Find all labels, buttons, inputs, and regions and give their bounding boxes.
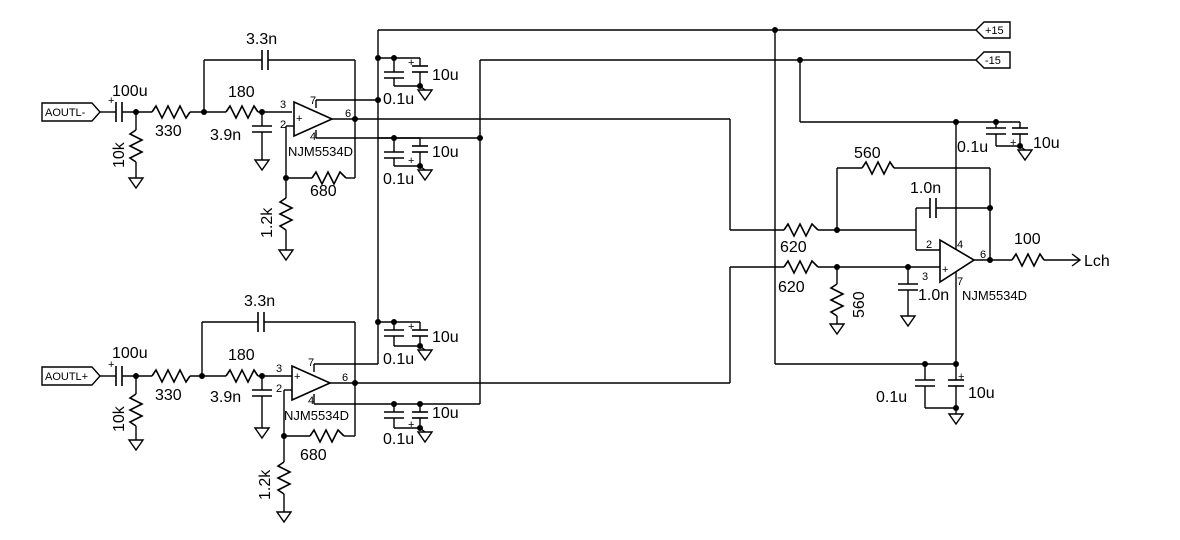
- supply-rails: [377, 27, 976, 404]
- stage-bot: AOUTL+ + 100u 10k 330 3.3n 180 3.9n: [41, 293, 730, 524]
- cap-polarity: +: [108, 359, 114, 371]
- r-noninv-label: 620: [778, 279, 805, 296]
- opamp-plus: +: [942, 264, 948, 276]
- port-out-label: Lch: [1084, 253, 1110, 270]
- opamp-plus: +: [296, 113, 302, 125]
- pin7-top: 7: [310, 95, 316, 107]
- cap-polarity: +: [408, 155, 414, 167]
- port-vneg-label: -15: [985, 55, 1001, 67]
- decoupling-bot-neg: + 10u 0.1u: [383, 401, 459, 448]
- r-shunt-bot-label: 10k: [111, 405, 128, 432]
- c-top-pos-01u: 0.1u: [383, 91, 414, 108]
- c-top-pos-10u: 10u: [432, 67, 459, 84]
- stage-out: 620 560 1.0n 620 560: [729, 119, 1110, 383]
- c-out-pos-01u: 0.1u: [876, 389, 907, 406]
- port-vneg: -15: [975, 51, 1011, 69]
- cap-polarity: +: [408, 57, 414, 69]
- decoupling-out-neg: + 10u 0.1u: [956, 119, 1060, 162]
- decoupling-out-pos: + 10u 0.1u: [876, 361, 995, 426]
- opamp-top: [293, 100, 334, 138]
- c-bot-neg-01u: 0.1u: [383, 431, 414, 448]
- opamp-bot-label: NJM5534D: [284, 408, 349, 423]
- c-sh-bot-label: 3.9n: [210, 389, 241, 406]
- c-gndo-label: 1.0n: [918, 287, 949, 304]
- port-input-top: [41, 102, 101, 122]
- cap-polarity: +: [1010, 137, 1016, 149]
- decoupling-bot-pos: + 10u 0.1u: [375, 319, 459, 368]
- decoupling-top-pos: + 10u 0.1u: [375, 55, 459, 108]
- c-bot-pos-01u: 0.1u: [383, 351, 414, 368]
- c-fbo-label: 1.0n: [910, 180, 941, 197]
- r-fb-bot-label: 680: [300, 447, 327, 464]
- pin2-out: 2: [926, 239, 932, 251]
- r-shunt-top-label: 10k: [111, 141, 128, 168]
- cap-polarity: +: [958, 371, 964, 383]
- pin3-bot: 3: [276, 363, 282, 375]
- c-top-neg-10u: 10u: [432, 144, 459, 161]
- c-sh-top-label: 3.9n: [210, 127, 241, 144]
- pin3-out: 3: [922, 271, 928, 283]
- opamp-bot: [291, 364, 332, 402]
- cap-in-top-label: 100u: [112, 83, 148, 100]
- r-in-bot-label: 180: [228, 347, 255, 364]
- decoupling-top-neg: + 10u 0.1u: [378, 135, 459, 188]
- pin7-bot: 7: [308, 357, 314, 369]
- c-bot-neg-10u: 10u: [432, 405, 459, 422]
- pin3-top: 3: [280, 99, 286, 111]
- c-fb-bot-label: 3.3n: [244, 293, 275, 310]
- r-inv-label: 620: [780, 239, 807, 256]
- pin4-bot: 4: [308, 395, 314, 407]
- port-input-top-label: AOUTL-: [45, 107, 86, 119]
- pin6-top: 6: [345, 108, 351, 120]
- r-gndo-label: 560: [851, 291, 868, 318]
- pin6-out: 6: [980, 249, 986, 261]
- stage-top: AOUTL- + 100u 10k 330 3.3n 180: [41, 31, 730, 262]
- pin4-top: 4: [310, 131, 316, 143]
- cap-polarity: +: [408, 419, 414, 431]
- opamp-out: [939, 238, 976, 284]
- pin6-bot: 6: [342, 372, 348, 384]
- c-top-neg-01u: 0.1u: [383, 171, 414, 188]
- port-input-bot-label: AOUTL+: [45, 371, 88, 383]
- c-fb-top-label: 3.3n: [246, 31, 277, 48]
- r-series-bot-label: 330: [155, 387, 182, 404]
- pin2-bot: 2: [276, 383, 282, 395]
- pin7-out: 7: [957, 276, 963, 288]
- pin4-out: 4: [957, 239, 963, 251]
- cap-in-bot-label: 100u: [112, 345, 148, 362]
- cap-polarity: +: [408, 321, 414, 333]
- c-out-neg-01u: 0.1u: [957, 139, 988, 156]
- cap-polarity: +: [108, 95, 114, 107]
- r-fbo-label: 560: [854, 145, 881, 162]
- opamp-plus: +: [294, 371, 300, 383]
- r-in-top-label: 180: [228, 84, 255, 101]
- opamp-out-label: NJM5534D: [962, 288, 1027, 303]
- port-vpos: +15: [975, 21, 1011, 39]
- pin2-top: 2: [280, 119, 286, 131]
- port-vpos-label: +15: [985, 25, 1004, 37]
- r-out-label: 100: [1014, 231, 1041, 248]
- r-fb-top-label: 680: [310, 183, 337, 200]
- opamp-top-label: NJM5534D: [288, 144, 353, 159]
- r-gnd-top-label: 1.2k: [259, 207, 276, 238]
- r-series-top-label: 330: [155, 123, 182, 140]
- r-gnd-bot-label: 1.2k: [257, 469, 274, 500]
- c-out-pos-10u: 10u: [968, 385, 995, 402]
- c-bot-pos-10u: 10u: [432, 329, 459, 346]
- port-input-bot: [41, 366, 101, 386]
- c-out-neg-10u: 10u: [1033, 135, 1060, 152]
